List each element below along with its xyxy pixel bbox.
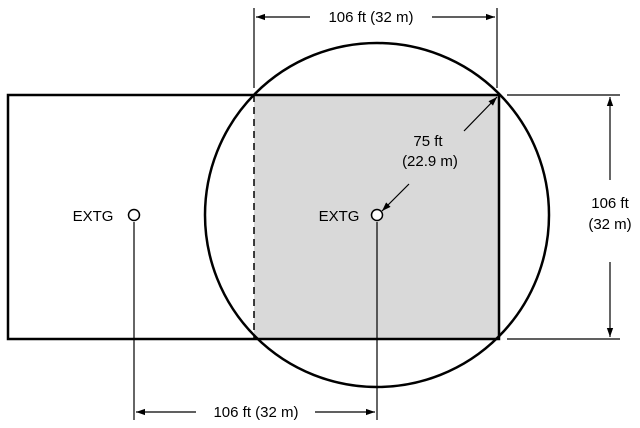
radius-arrow-to-corner <box>463 96 498 132</box>
extinguisher-left-marker <box>127 208 141 222</box>
radius-arrow-to-extinguisher <box>381 183 410 212</box>
right-dimension-label-line2: (32 m) <box>588 216 631 233</box>
extinguisher-right-label: EXTG <box>319 208 360 225</box>
bottom-dimension-label: 106 ft (32 m) <box>213 404 298 421</box>
extinguisher-right-marker <box>370 208 384 222</box>
top-dimension-label: 106 ft (32 m) <box>328 9 413 26</box>
radius-label-line2: (22.9 m) <box>402 153 458 170</box>
radius-label-line1: 75 ft <box>413 133 443 150</box>
extinguisher-left-label: EXTG <box>73 208 114 225</box>
right-dimension-label-line1: 106 ft <box>591 195 629 212</box>
